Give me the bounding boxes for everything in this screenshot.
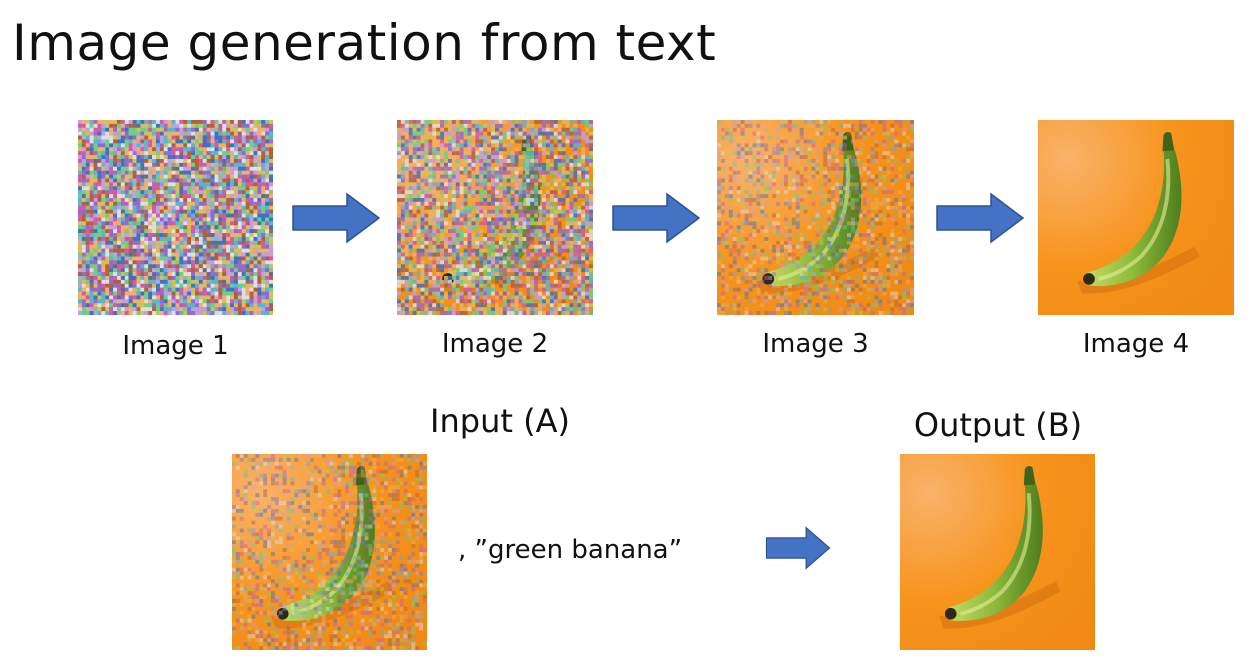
input-noisy-banana-image bbox=[232, 454, 427, 650]
image-3-caption: Image 3 bbox=[762, 329, 869, 359]
image-1-noisy-banana bbox=[78, 120, 273, 315]
image-4-clean-banana bbox=[1038, 120, 1234, 315]
input-heading: Input (A) bbox=[430, 402, 570, 440]
slide-title: Image generation from text bbox=[12, 14, 717, 72]
image-1-caption: Image 1 bbox=[122, 331, 229, 361]
output-heading: Output (B) bbox=[913, 406, 1083, 444]
image-2-noisy-banana bbox=[397, 120, 593, 315]
arrow-right-icon bbox=[611, 192, 701, 244]
image-3-noisy-banana bbox=[717, 120, 914, 315]
arrow-right-icon bbox=[935, 192, 1025, 244]
image-4-caption: Image 4 bbox=[1082, 329, 1190, 359]
arrow-right-icon bbox=[765, 526, 831, 570]
image-2-caption: Image 2 bbox=[441, 329, 549, 359]
text-prompt: , ”green banana” bbox=[458, 535, 683, 565]
arrow-right-icon bbox=[291, 192, 381, 244]
output-clean-banana-image bbox=[900, 454, 1095, 650]
